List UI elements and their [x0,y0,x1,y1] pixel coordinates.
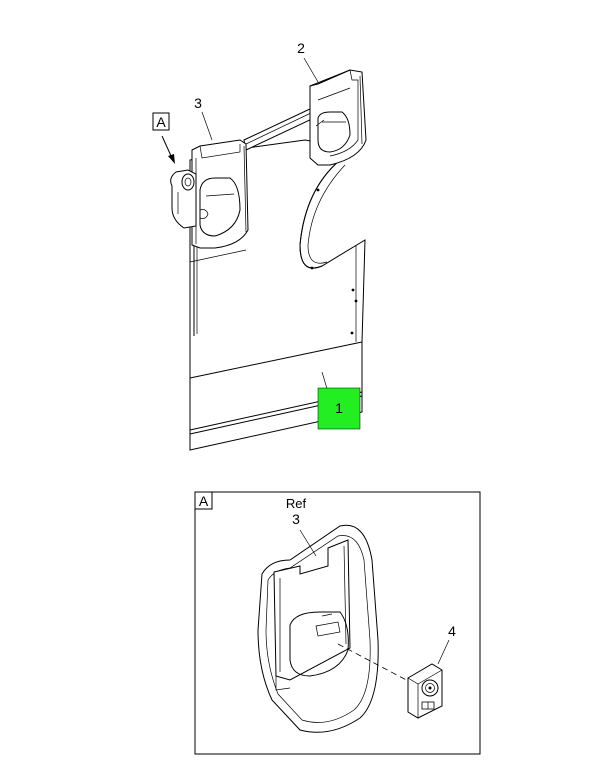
detail-ref-label: Ref [286,496,307,511]
detail-callout-part-3: 3 [292,511,300,527]
arrow-icon [168,154,175,164]
pocket-part-3 [191,139,249,249]
mirror-switch-part-4 [407,663,443,719]
callout-part-3: 3 [194,95,202,111]
callout-part-1-highlight[interactable]: 1 [317,387,361,430]
detail-a-tag: A [199,493,209,509]
mirror-switch-side-view [170,169,209,229]
callout-part-2: 2 [297,40,305,56]
pocket-part-2 [309,69,367,166]
callout-part-4: 4 [448,623,456,639]
highlight-box [317,387,361,430]
explode-line [337,643,415,685]
detail-view-a: A Ref 3 4 [194,491,481,755]
pocket-front [273,539,351,681]
view-a-marker-label: A [156,114,166,130]
callout-part-1: 1 [335,400,343,416]
view-a-marker: A [152,112,175,164]
detail-tag-box [194,491,213,510]
main-assembly [170,69,367,451]
